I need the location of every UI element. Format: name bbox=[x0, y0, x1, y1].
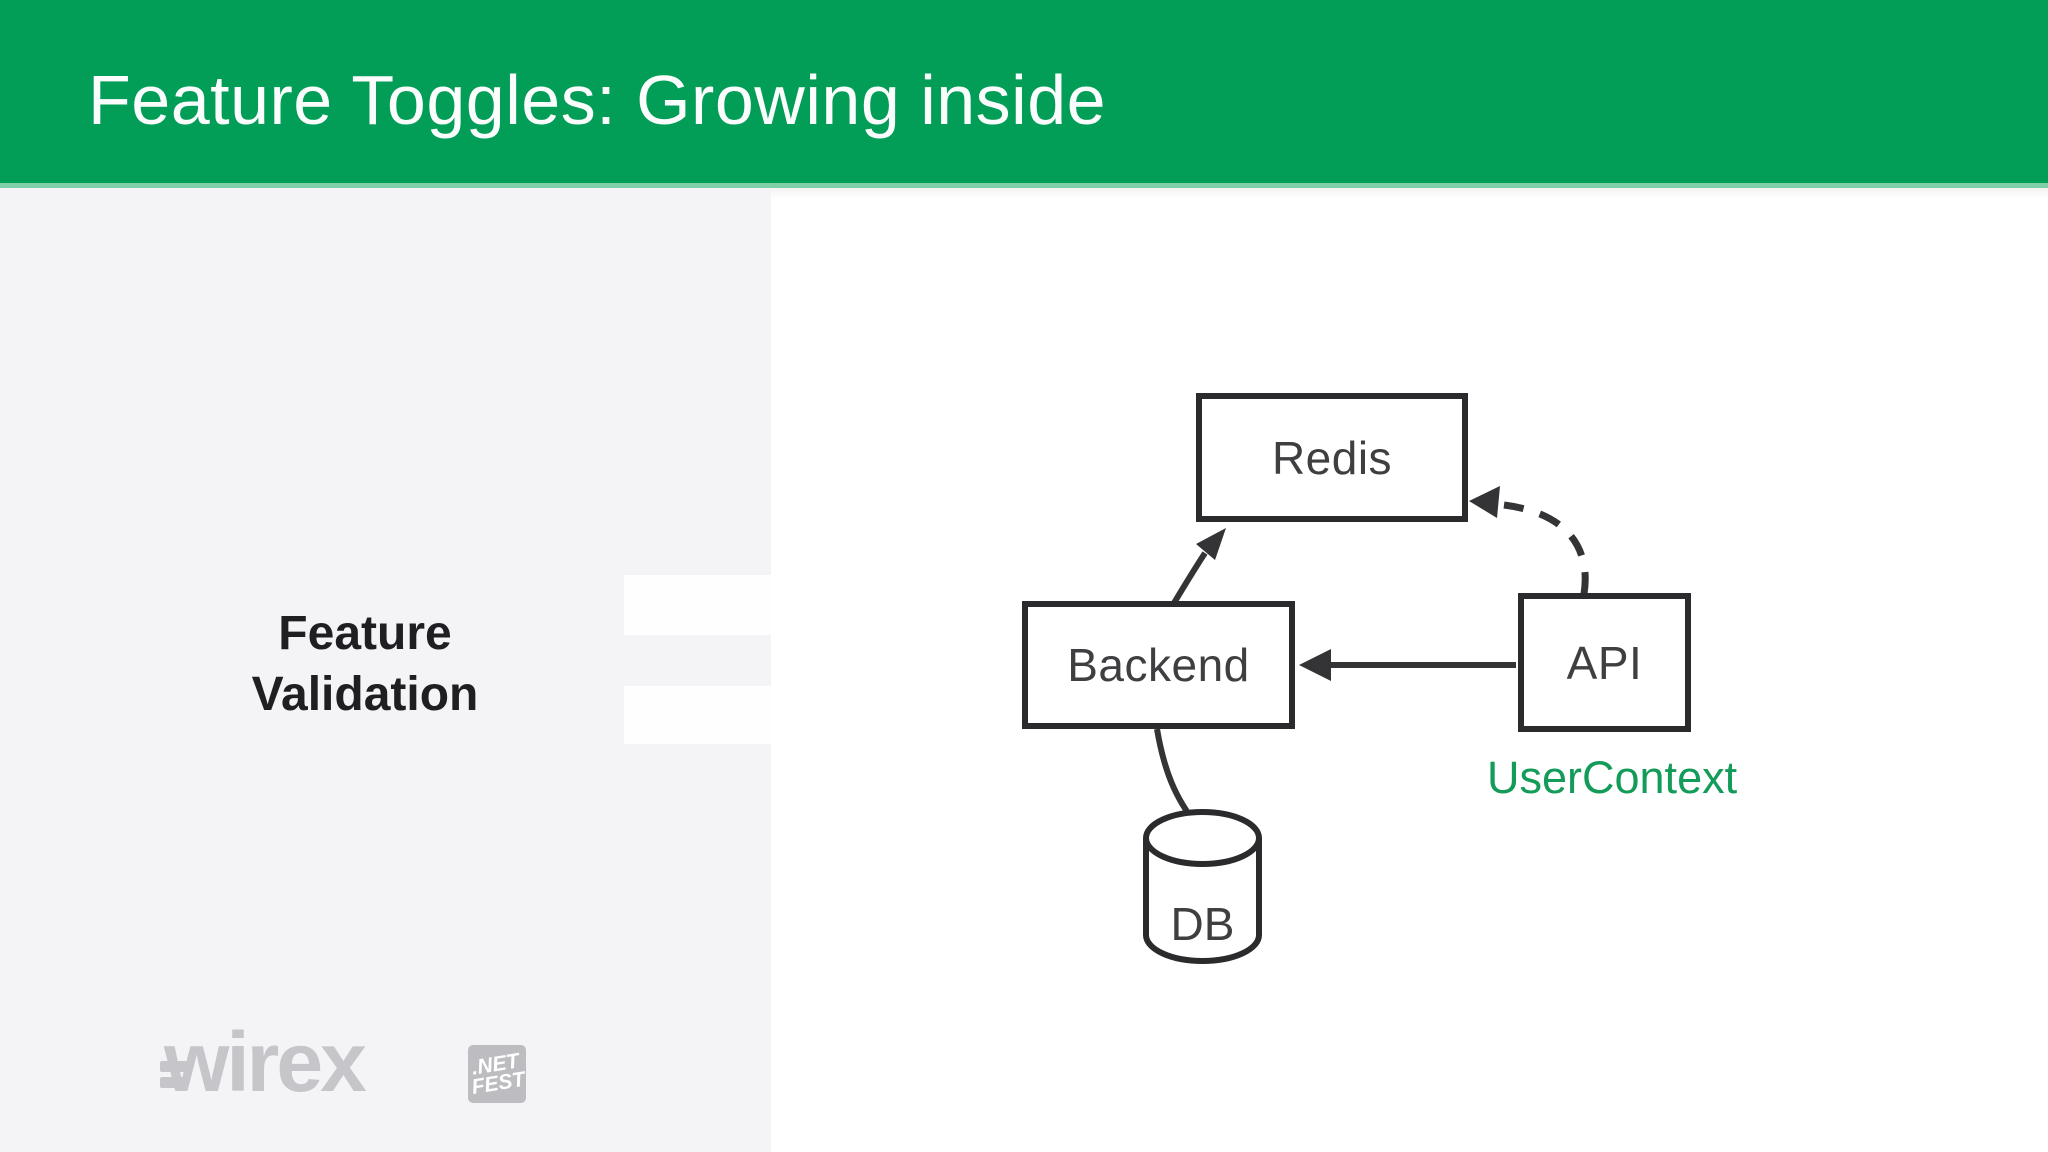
wirex-logo-mark-bar bbox=[160, 1077, 187, 1088]
arrowhead-api-to-redis bbox=[1469, 486, 1500, 518]
wirex-logo-mark-bar bbox=[160, 1061, 187, 1072]
arrow-api-to-redis-dashed bbox=[1503, 501, 1589, 595]
usercontext-annotation: UserContext bbox=[1487, 752, 1738, 803]
node-api: API bbox=[1518, 593, 1691, 732]
section-label-line2: Validation bbox=[251, 668, 479, 721]
node-backend-label: Backend bbox=[1067, 639, 1250, 691]
section-label-line1: Feature bbox=[278, 607, 452, 660]
header-bar bbox=[0, 0, 2048, 188]
wirex-logo: wirex bbox=[160, 1020, 390, 1110]
arrowhead-backend-to-db bbox=[1183, 810, 1213, 842]
arrowhead-api-to-backend bbox=[1299, 649, 1331, 681]
equals-bar-bottom bbox=[624, 686, 771, 744]
node-api-label: API bbox=[1566, 636, 1643, 689]
node-redis: Redis bbox=[1196, 393, 1468, 522]
arrow-backend-to-db bbox=[1154, 728, 1200, 827]
left-panel bbox=[0, 188, 771, 1152]
node-db-label: DB bbox=[1170, 898, 1235, 950]
wirex-logo-text: wirex bbox=[164, 1015, 367, 1109]
netfest-logo-line2: FEST bbox=[470, 1067, 526, 1099]
netfest-logo-text: .NET FEST bbox=[468, 1050, 526, 1099]
arrowhead-backend-to-redis bbox=[1196, 528, 1226, 560]
node-redis-label: Redis bbox=[1271, 431, 1393, 484]
node-backend: Backend bbox=[1022, 601, 1295, 729]
db-cylinder-top bbox=[1143, 809, 1262, 867]
slide-title: Feature Toggles: Growing inside bbox=[88, 61, 1107, 139]
netfest-logo: .NET FEST bbox=[468, 1045, 526, 1103]
section-label: Feature Validation bbox=[0, 603, 730, 725]
arrow-backend-to-redis bbox=[1171, 551, 1208, 605]
equals-bar-top bbox=[624, 575, 771, 635]
